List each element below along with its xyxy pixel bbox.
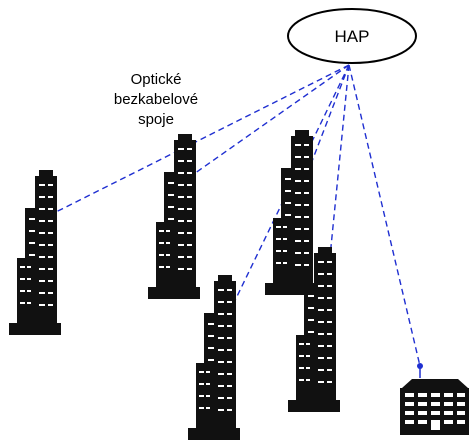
- optical-links-caption: Optické bezkabelové spoje: [96, 70, 216, 130]
- skyscraper-icon: [9, 170, 61, 335]
- hap-node: HAP: [287, 8, 417, 64]
- link-tower-2: [190, 64, 350, 177]
- caption-line-3: spoje: [138, 111, 174, 128]
- skyscraper-icon: [148, 134, 200, 299]
- antennas: [51, 166, 423, 378]
- skyscraper-icon: [265, 130, 317, 295]
- caption-line-1: Optické: [130, 71, 182, 88]
- link-building: [348, 64, 421, 367]
- link-tower-1: [53, 64, 350, 214]
- skyscraper-icon: [188, 275, 240, 440]
- building-icon: [400, 379, 469, 435]
- caption-line-2: bezkabelové: [113, 91, 199, 108]
- link-tower-4: [226, 64, 350, 318]
- link-tower-3: [308, 64, 350, 170]
- hap-label: HAP: [335, 27, 370, 46]
